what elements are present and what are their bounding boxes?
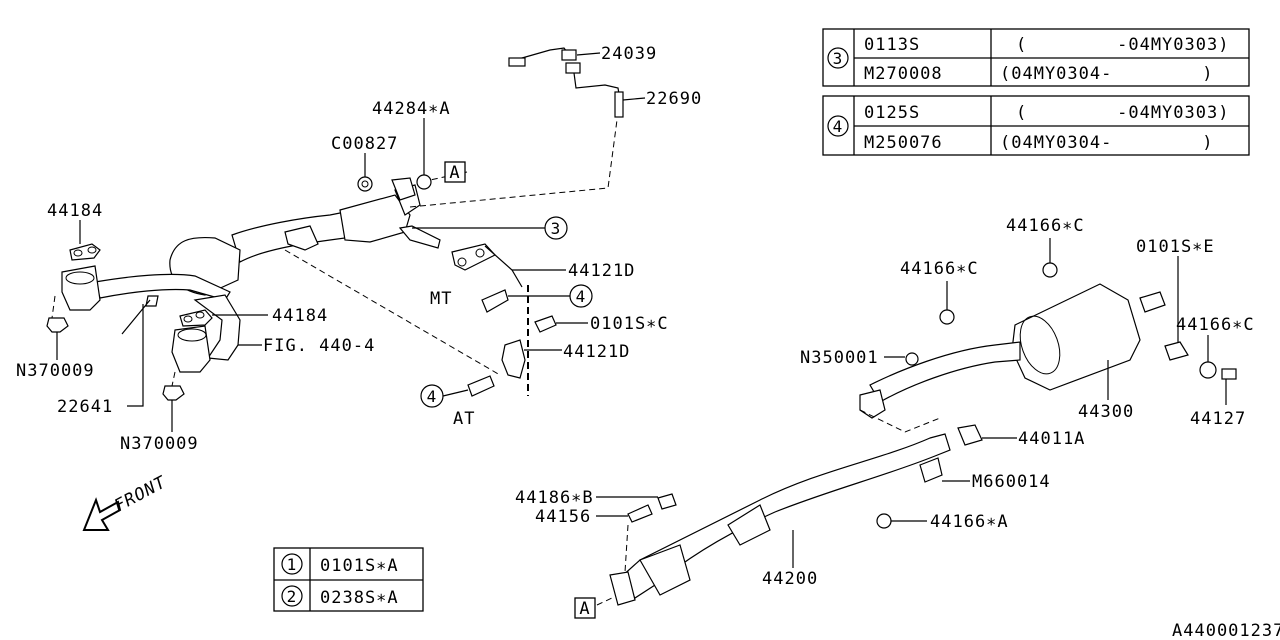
table-part-0101SA: 0101S∗A	[320, 556, 399, 576]
label-44166C-top[interactable]: 44166∗C	[1006, 216, 1085, 236]
table-part-0113S: 0113S	[864, 35, 920, 55]
callout-circle-3	[544, 216, 568, 240]
ref-box-a-bottom-label: A	[579, 599, 590, 619]
label-N370009-bottom[interactable]: N370009	[120, 434, 199, 454]
o2-sensor-harness	[508, 47, 624, 118]
ref-box-a-top	[444, 161, 466, 183]
label-44166C-right[interactable]: 44166∗C	[1176, 315, 1255, 335]
ref-number-2: 2	[287, 587, 298, 606]
callout-circle-4-at	[420, 384, 444, 408]
gasket-44011A	[957, 424, 983, 446]
table-part-M250076: M250076	[864, 133, 943, 153]
label-44186B[interactable]: 44186∗B	[515, 488, 594, 508]
front-direction-indicator: FRONT	[82, 472, 171, 531]
mt-at-brackets	[398, 225, 557, 397]
table-range: (04MY0304- )	[1000, 64, 1213, 84]
label-M660014[interactable]: M660014	[972, 472, 1051, 492]
label-44200[interactable]: 44200	[762, 569, 818, 589]
nut-N370009-left	[46, 317, 69, 333]
hanger-44166A	[876, 513, 892, 529]
label-44184-mid[interactable]: 44184	[272, 306, 328, 326]
label-mt: MT	[430, 289, 452, 309]
ref-circle-4	[827, 115, 849, 137]
hanger-44166C-right	[1199, 361, 1217, 379]
label-N350001[interactable]: N350001	[800, 348, 879, 368]
hanger-44166C-left	[939, 309, 955, 325]
label-44184-top[interactable]: 44184	[47, 201, 103, 221]
ref-circle-1	[281, 553, 303, 575]
gasket-44284A	[416, 174, 432, 190]
label-44156[interactable]: 44156	[535, 507, 591, 527]
label-24039[interactable]: 24039	[601, 44, 657, 64]
label-at: AT	[453, 409, 475, 429]
nut-N370009-bottom	[162, 385, 185, 401]
ref-box-a-top-label: A	[449, 163, 460, 183]
table-range: ( -04MY0303)	[1016, 103, 1229, 123]
label-44166C-left[interactable]: 44166∗C	[900, 259, 979, 279]
reference-table-3-4: 3 0113S M270008 ( -04MY0303) (04MY0304- …	[822, 28, 1250, 156]
label-22690[interactable]: 22690	[646, 89, 702, 109]
nut-C00827	[357, 176, 373, 192]
bolt-3	[398, 225, 441, 249]
diagram-id: A440001237	[1172, 621, 1280, 640]
label-44166A[interactable]: 44166∗A	[930, 512, 1009, 532]
bracket-44121D-mt	[451, 243, 496, 271]
ref-number-4: 4	[833, 117, 844, 136]
table-part-0238SA: 0238S∗A	[320, 588, 399, 608]
label-44011A[interactable]: 44011A	[1018, 429, 1085, 449]
label-0101SE[interactable]: 0101S∗E	[1136, 237, 1215, 257]
leader-lines	[56, 52, 1227, 606]
bolt-0101SC	[534, 315, 557, 333]
table-part-0125S: 0125S	[864, 103, 920, 123]
front-arrow-icon	[82, 497, 122, 531]
bolt-0101SE	[1164, 341, 1189, 361]
gasket-44156	[627, 504, 653, 523]
part-labels: 24039 22690 44284∗A C00827 44184 44184 F…	[16, 44, 1255, 589]
ref-circle-3	[827, 47, 849, 69]
label-44127[interactable]: 44127	[1190, 409, 1246, 429]
bracket-44121D-at	[501, 339, 526, 379]
label-C00827[interactable]: C00827	[331, 134, 398, 154]
center-pipe-assembly	[609, 424, 983, 606]
reference-table-1-2: 1 2 0101S∗A 0238S∗A	[273, 547, 424, 612]
ref-circle-2	[281, 585, 303, 607]
exhaust-manifold-assembly	[46, 184, 421, 401]
callout-4-mt-number: 4	[576, 287, 587, 306]
callout-4-at-number: 4	[427, 387, 438, 406]
ref-number-1: 1	[287, 555, 298, 574]
bolt-44186B	[657, 493, 677, 510]
label-22641[interactable]: 22641	[57, 397, 113, 417]
gasket-44184-mid	[179, 309, 213, 327]
label-44300[interactable]: 44300	[1078, 402, 1134, 422]
front-label: FRONT	[111, 472, 171, 516]
table-range: ( -04MY0303)	[1016, 35, 1229, 55]
bolt-4-at	[467, 375, 495, 397]
label-fig-440-4[interactable]: FIG. 440-4	[263, 336, 375, 356]
label-44284A[interactable]: 44284∗A	[372, 99, 451, 119]
label-44121D-at[interactable]: 44121D	[563, 342, 630, 362]
table-part-M270008: M270008	[864, 64, 943, 84]
callout-circle-4-mt	[569, 284, 593, 308]
hanger-44166C-top	[1042, 262, 1058, 278]
muffler-assembly	[859, 262, 1237, 419]
table-range: (04MY0304- )	[1000, 133, 1213, 153]
nut-N350001	[905, 352, 919, 366]
label-N370009-left[interactable]: N370009	[16, 361, 95, 381]
label-44121D-mt[interactable]: 44121D	[568, 261, 635, 281]
ref-number-3: 3	[833, 49, 844, 68]
bolt-M660014	[919, 457, 943, 483]
callout-3-number: 3	[551, 219, 562, 238]
ref-box-a-bottom	[574, 597, 596, 619]
pin-44127	[1221, 368, 1237, 380]
label-0101SC[interactable]: 0101S∗C	[590, 314, 669, 334]
bolt-4-mt	[481, 289, 509, 313]
